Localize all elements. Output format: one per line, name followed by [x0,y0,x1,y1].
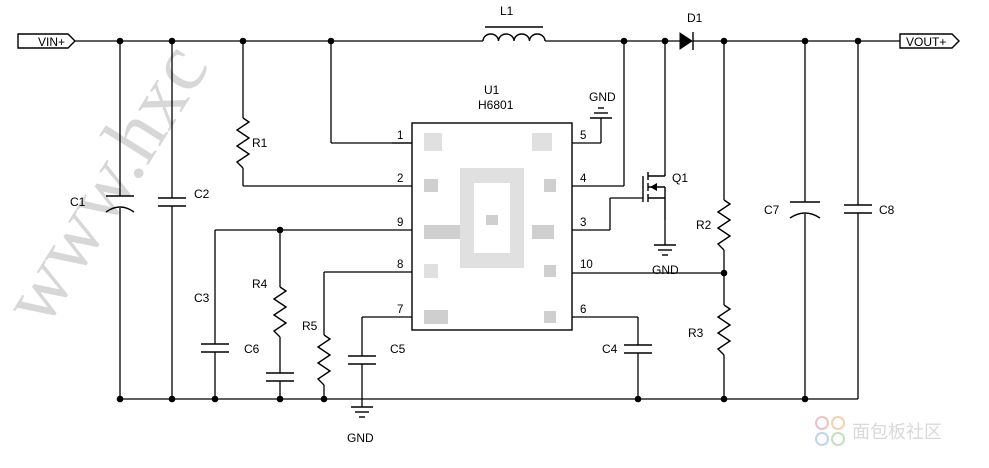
pin-label: 8 [397,259,403,271]
capacitor-c4: C4 [602,342,652,356]
capacitor-c6: C6 [244,342,294,382]
capacitor-c8: C8 [844,203,895,217]
r4-label: R4 [252,277,268,291]
pin-label: 4 [580,173,587,185]
vin-label: VIN+ [38,35,65,49]
inductor-l1: L1 [482,4,546,42]
vout-port: VOUT+ [899,33,960,49]
pin-label: 9 [397,217,403,229]
c4-label: C4 [602,342,618,356]
resistor-r2: R2 [696,199,732,251]
c3-label: C3 [194,291,210,305]
c7-label: C7 [764,203,780,217]
r5-label: R5 [302,319,318,333]
r3-label: R3 [688,326,704,340]
r2-label: R2 [696,218,712,232]
gnd-q1-label: GND [652,263,679,277]
logo-icon [815,416,845,446]
capacitor-c5: C5 [348,342,406,365]
resistor-r1: R1 [235,117,268,169]
watermark-text: www.hxc [0,27,225,339]
pin-label: 7 [397,304,403,316]
pin-label: 5 [580,130,586,142]
pin-label: 1 [397,130,403,142]
resistor-r5: R5 [302,319,332,386]
u1-ref-label: U1 [484,83,500,97]
capacitor-c2: C2 [158,187,210,207]
capacitor-c7: C7 [764,201,821,219]
gnd-bottom-label: GND [347,431,374,445]
gnd-symbol-top: GND [589,90,616,119]
resistor-r4: R4 [252,277,288,338]
vin-port: VIN+ [17,33,76,49]
resistor-r3: R3 [688,304,732,356]
capacitor-c3: C3 [194,291,229,353]
d1-label: D1 [687,11,703,25]
l1-label: L1 [500,4,514,18]
c6-label: C6 [244,342,260,356]
gnd-symbol-q1: GND [652,244,679,277]
pin-label: 3 [580,217,586,229]
ic-u1: U1 H6801 1 2 9 8 7 5 4 3 10 6 [392,83,593,331]
capacitor-c1: C1 [70,195,135,213]
pin-label: 2 [397,173,403,185]
wires [75,40,900,407]
pin-label: 10 [580,259,593,271]
diode-d1: D1 [679,11,703,50]
vout-label: VOUT+ [906,35,946,49]
gnd-top-label: GND [589,90,616,104]
c2-label: C2 [194,187,210,201]
q1-label: Q1 [672,171,688,185]
r1-label: R1 [252,136,268,150]
watermark-logo-text: 面包板社区 [852,422,942,443]
u1-part-label: H6801 [478,98,514,112]
watermark-logo: 面包板社区 [815,416,942,446]
mosfet-q1: Q1 [642,171,688,220]
gnd-symbol-bottom: GND [347,406,374,445]
junction-dots [116,37,862,403]
c8-label: C8 [879,203,895,217]
c5-label: C5 [390,342,406,356]
pin-label: 6 [580,304,586,316]
c1-label: C1 [70,195,86,209]
